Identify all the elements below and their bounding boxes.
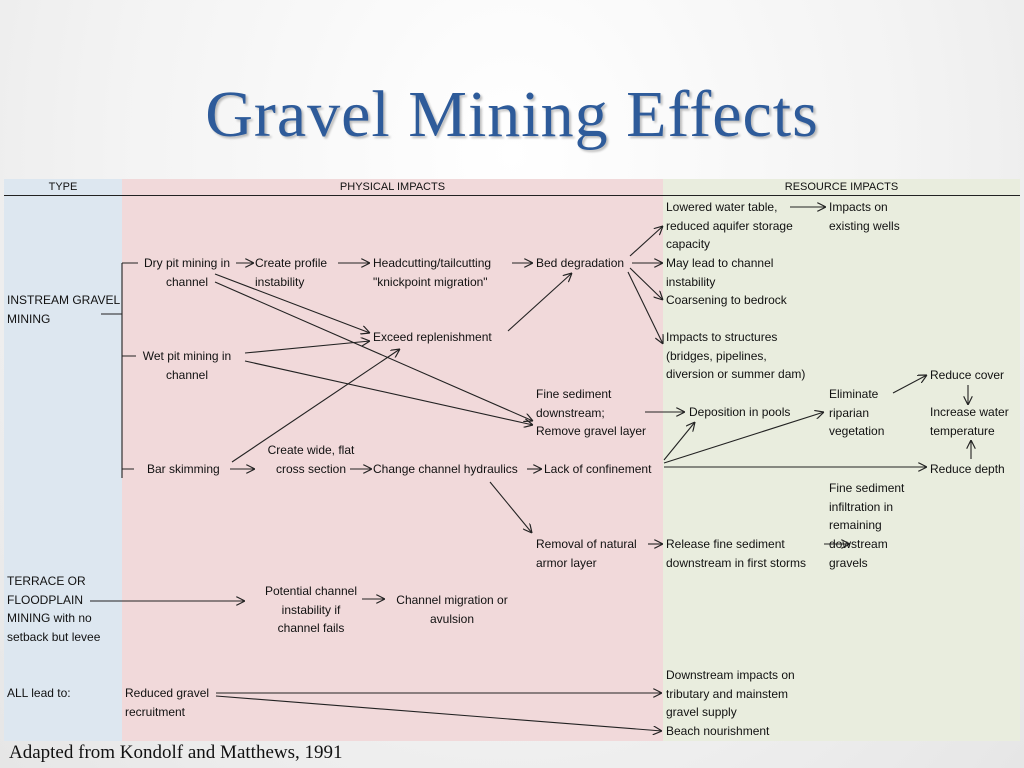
arrow-change-hydraulics-to-removal-armor (489, 481, 532, 533)
node-reduce-cover: Reduce cover (930, 368, 1005, 382)
arrow-lack-confinement-to-eliminate-riparian (663, 412, 824, 464)
slide-title: Gravel Mining Effects (205, 78, 819, 151)
arrow-wet-pit-to-fine-sediment (244, 360, 533, 425)
node-bar-skimming: Bar skimming (147, 462, 220, 476)
header-type: TYPE (48, 181, 78, 193)
node-exceed-replenishment: Exceed replenishment (373, 330, 492, 344)
arrow-lack-confinement-to-deposition (663, 422, 695, 461)
arrow-dry-pit-to-exceed-replenishment (214, 273, 370, 333)
header-divider (4, 195, 1020, 196)
arrow-exceed-replenishment-to-bed-degradation (507, 273, 572, 332)
arrow-bar-skimming-to-exceed-replenishment (231, 349, 400, 463)
node-headcutting-knickpoint: Headcutting/tailcutting"knickpoint migra… (373, 256, 492, 289)
arrow-reduced-recruitment-to-beach-nourishment (215, 695, 662, 731)
arrow-bed-degradation-to-lowered-water-table (629, 226, 663, 257)
node-reduce-depth: Reduce depth (930, 462, 1005, 476)
node-lowered-water-table: Lowered water table,reduced aquifer stor… (666, 200, 793, 252)
node-lack-of-confinement: Lack of confinement (544, 462, 652, 476)
type-column (4, 179, 122, 741)
node-beach-nourishment: Beach nourishment (666, 724, 770, 738)
arrow-dry-pit-to-fine-sediment (214, 281, 533, 421)
header-physical-impacts: PHYSICAL IMPACTS (339, 181, 446, 193)
instream-bracket (101, 262, 138, 478)
arrow-eliminate-riparian-to-reduce-cover (892, 375, 927, 394)
header-resource-impacts: RESOURCE IMPACTS (784, 181, 899, 193)
node-change-channel-hydraulics: Change channel hydraulics (373, 462, 518, 476)
node-bed-degradation: Bed degradation (536, 256, 625, 270)
source-caption: Adapted from Kondolf and Matthews, 1991 (9, 742, 343, 763)
type-all-lead-to: ALL lead to: (7, 686, 71, 700)
node-deposition-in-pools: Deposition in pools (689, 405, 791, 419)
node-coarsening-to-bedrock: Coarsening to bedrock (666, 293, 787, 307)
node-impacts-to-structures: Impacts to structures(bridges, pipelines… (666, 330, 806, 382)
arrow-bed-degradation-to-structures (627, 271, 663, 344)
arrow-bed-degradation-to-coarsening (629, 267, 663, 300)
arrow-wet-pit-to-exceed-replenishment (244, 341, 370, 354)
resource-impacts-column (663, 179, 1020, 741)
